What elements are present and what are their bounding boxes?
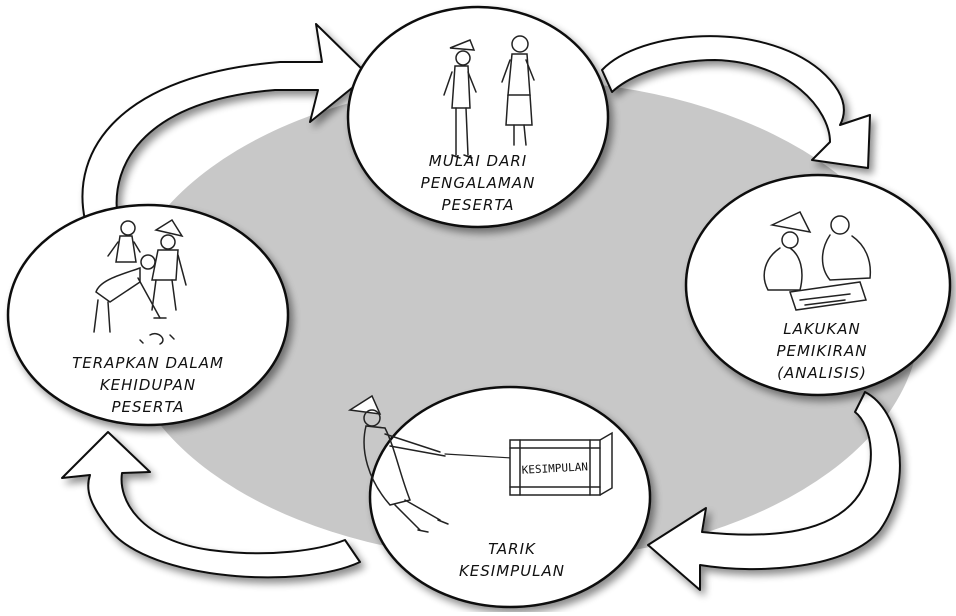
farmers-working-field-illustration bbox=[93, 218, 187, 345]
box-sign-text: KESIMPULAN bbox=[521, 460, 588, 476]
farmers-talking-illustration bbox=[443, 35, 535, 159]
farmer-pulling-box-illustration bbox=[347, 394, 613, 533]
step-terapkan-line-1: TERAPKAN DALAM bbox=[72, 354, 224, 372]
step-lakukan-line-3: (ANALISIS) bbox=[777, 364, 867, 382]
step-label-mulai: MULAI DARI PENGALAMAN PESERTA bbox=[398, 150, 558, 216]
step-label-lakukan: LAKUKAN PEMIKIRAN (ANALISIS) bbox=[742, 318, 902, 384]
step-lakukan-line-1: LAKUKAN bbox=[783, 320, 861, 338]
step-mulai-line-2: PENGALAMAN bbox=[420, 174, 536, 192]
step-terapkan-line-3: PESERTA bbox=[111, 398, 185, 416]
arrow-lakukan-to-tarik bbox=[647, 391, 901, 591]
step-mulai-line-3: PESERTA bbox=[441, 196, 515, 214]
circle-mulai bbox=[346, 5, 610, 229]
circle-terapkan bbox=[6, 203, 290, 427]
farmers-thinking-illustration bbox=[763, 211, 872, 311]
arrow-mulai-to-lakukan bbox=[601, 35, 871, 169]
arrow-tarik-to-terapkan bbox=[61, 431, 361, 579]
step-tarik-line-1: TARIK bbox=[488, 540, 536, 558]
center-ellipse bbox=[120, 80, 920, 560]
step-tarik-line-2: KESIMPULAN bbox=[458, 562, 566, 580]
step-mulai-line-1: MULAI DARI bbox=[428, 152, 528, 170]
step-label-tarik: TARIK KESIMPULAN bbox=[432, 538, 592, 582]
circle-lakukan bbox=[684, 173, 952, 397]
step-label-terapkan: TERAPKAN DALAM KEHIDUPAN PESERTA bbox=[48, 352, 248, 418]
step-terapkan-line-2: KEHIDUPAN bbox=[99, 376, 197, 394]
step-lakukan-line-2: PEMIKIRAN bbox=[776, 342, 868, 360]
